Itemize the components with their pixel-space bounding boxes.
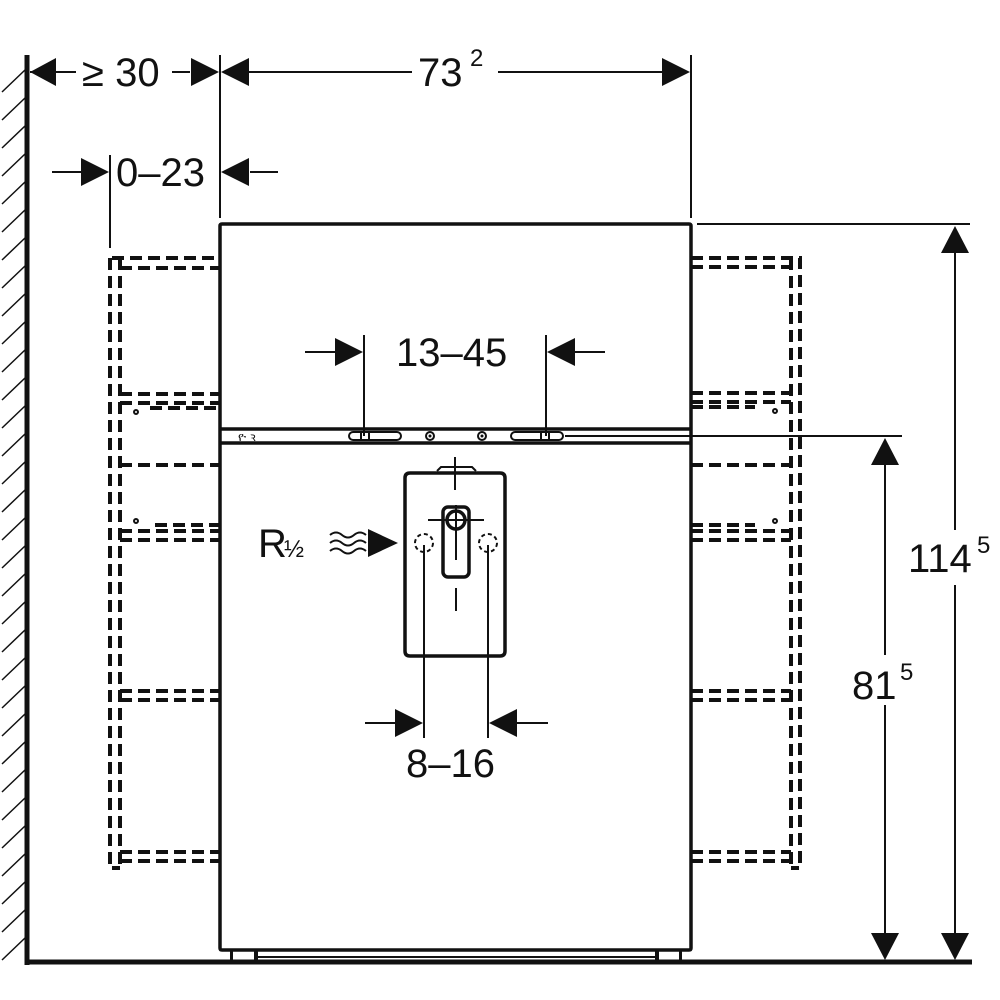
- dim-total-height-label: 114: [908, 537, 972, 581]
- dim-wall-clearance: ≥ 30: [30, 51, 221, 218]
- left-side-cabinet: [108, 256, 220, 870]
- left-cabinet-outer-edge: [108, 258, 120, 870]
- hatch-line: [1, 293, 26, 317]
- hatch-line: [1, 825, 26, 849]
- hinge-screw: [772, 408, 778, 414]
- hatch-line: [1, 69, 26, 93]
- hatch-line: [1, 937, 26, 961]
- hatch-line: [1, 125, 26, 149]
- thread-label-r: R: [258, 522, 287, 566]
- hatch-line: [1, 741, 26, 765]
- water-wave-icon: [329, 531, 367, 539]
- hatch-line: [1, 377, 26, 401]
- hatch-line: [1, 181, 26, 205]
- hatch-line: [1, 405, 26, 429]
- dim-slot-spacing-label: 13–45: [396, 331, 507, 375]
- leg: [655, 950, 659, 960]
- leg: [230, 950, 233, 960]
- dim-cabinet-width-label: 73: [418, 51, 463, 95]
- dim-top-edge-height: 81 5: [565, 435, 913, 960]
- hatch-line: [1, 657, 26, 681]
- siphon-plate: [403, 457, 507, 738]
- right-side-cabinet: [691, 256, 802, 870]
- hinge-screw: [133, 518, 139, 524]
- dim-side-gap-label: 0–23: [116, 151, 205, 195]
- hatch-line: [1, 265, 26, 289]
- hatch-line: [1, 461, 26, 485]
- dim-top-edge-height-label: 81: [852, 664, 897, 708]
- rivet-icon: [477, 431, 487, 441]
- installation-plate: [403, 471, 507, 658]
- leg: [254, 950, 258, 960]
- dim-total-height: 114 5: [697, 223, 990, 960]
- left-mounting-slot: [348, 431, 402, 441]
- dim-connection-spacing: 8–16: [365, 709, 548, 786]
- wall: [1, 55, 30, 965]
- hatch-line: [1, 209, 26, 233]
- hatch-line: [1, 629, 26, 653]
- hatch-line: [1, 601, 26, 625]
- hatch-line: [1, 489, 26, 513]
- dim-top-edge-height-sup: 5: [900, 659, 913, 686]
- hatch-line: [1, 433, 26, 457]
- dim-connection-spacing-label: 8–16: [406, 742, 495, 786]
- cabinet-body: [218, 222, 693, 952]
- hatch-line: [1, 685, 26, 709]
- hatch-line: [1, 349, 26, 373]
- hatch-line: [1, 153, 26, 177]
- hatch-line: [1, 237, 26, 261]
- hinge-screw: [133, 409, 139, 415]
- right-mounting-slot: [510, 431, 564, 441]
- hatch-line: [1, 321, 26, 345]
- hatch-line: [1, 797, 26, 821]
- dim-cabinet-width-sup: 2: [470, 45, 483, 72]
- drain-symbol-icon: ዮ ꝛ: [238, 430, 256, 444]
- hinge-screw: [772, 518, 778, 524]
- dim-slot-spacing: 13–45: [305, 331, 605, 436]
- hatch-line: [1, 853, 26, 877]
- dim-side-gap: 0–23: [52, 151, 278, 248]
- right-cabinet-outer-edge: [691, 256, 802, 870]
- dim-wall-clearance-label: ≥ 30: [82, 51, 160, 95]
- dim-cabinet-width: 73 2: [221, 45, 692, 218]
- rivet-icon: [425, 431, 435, 441]
- water-connection-label: R ½: [258, 522, 398, 566]
- thread-label-fraction: ½: [284, 536, 304, 563]
- hatch-line: [1, 545, 26, 569]
- main-cabinet: ዮ ꝛ: [218, 222, 693, 960]
- hatch-line: [1, 713, 26, 737]
- hatch-line: [1, 517, 26, 541]
- hatch-line: [1, 881, 26, 905]
- wall-hatching: [1, 69, 26, 961]
- dim-total-height-sup: 5: [977, 532, 990, 559]
- hatch-line: [1, 909, 26, 933]
- arrow-icon: [368, 529, 398, 557]
- hatch-line: [1, 769, 26, 793]
- hatch-line: [1, 573, 26, 597]
- leg: [679, 950, 682, 960]
- hatch-line: [1, 97, 26, 121]
